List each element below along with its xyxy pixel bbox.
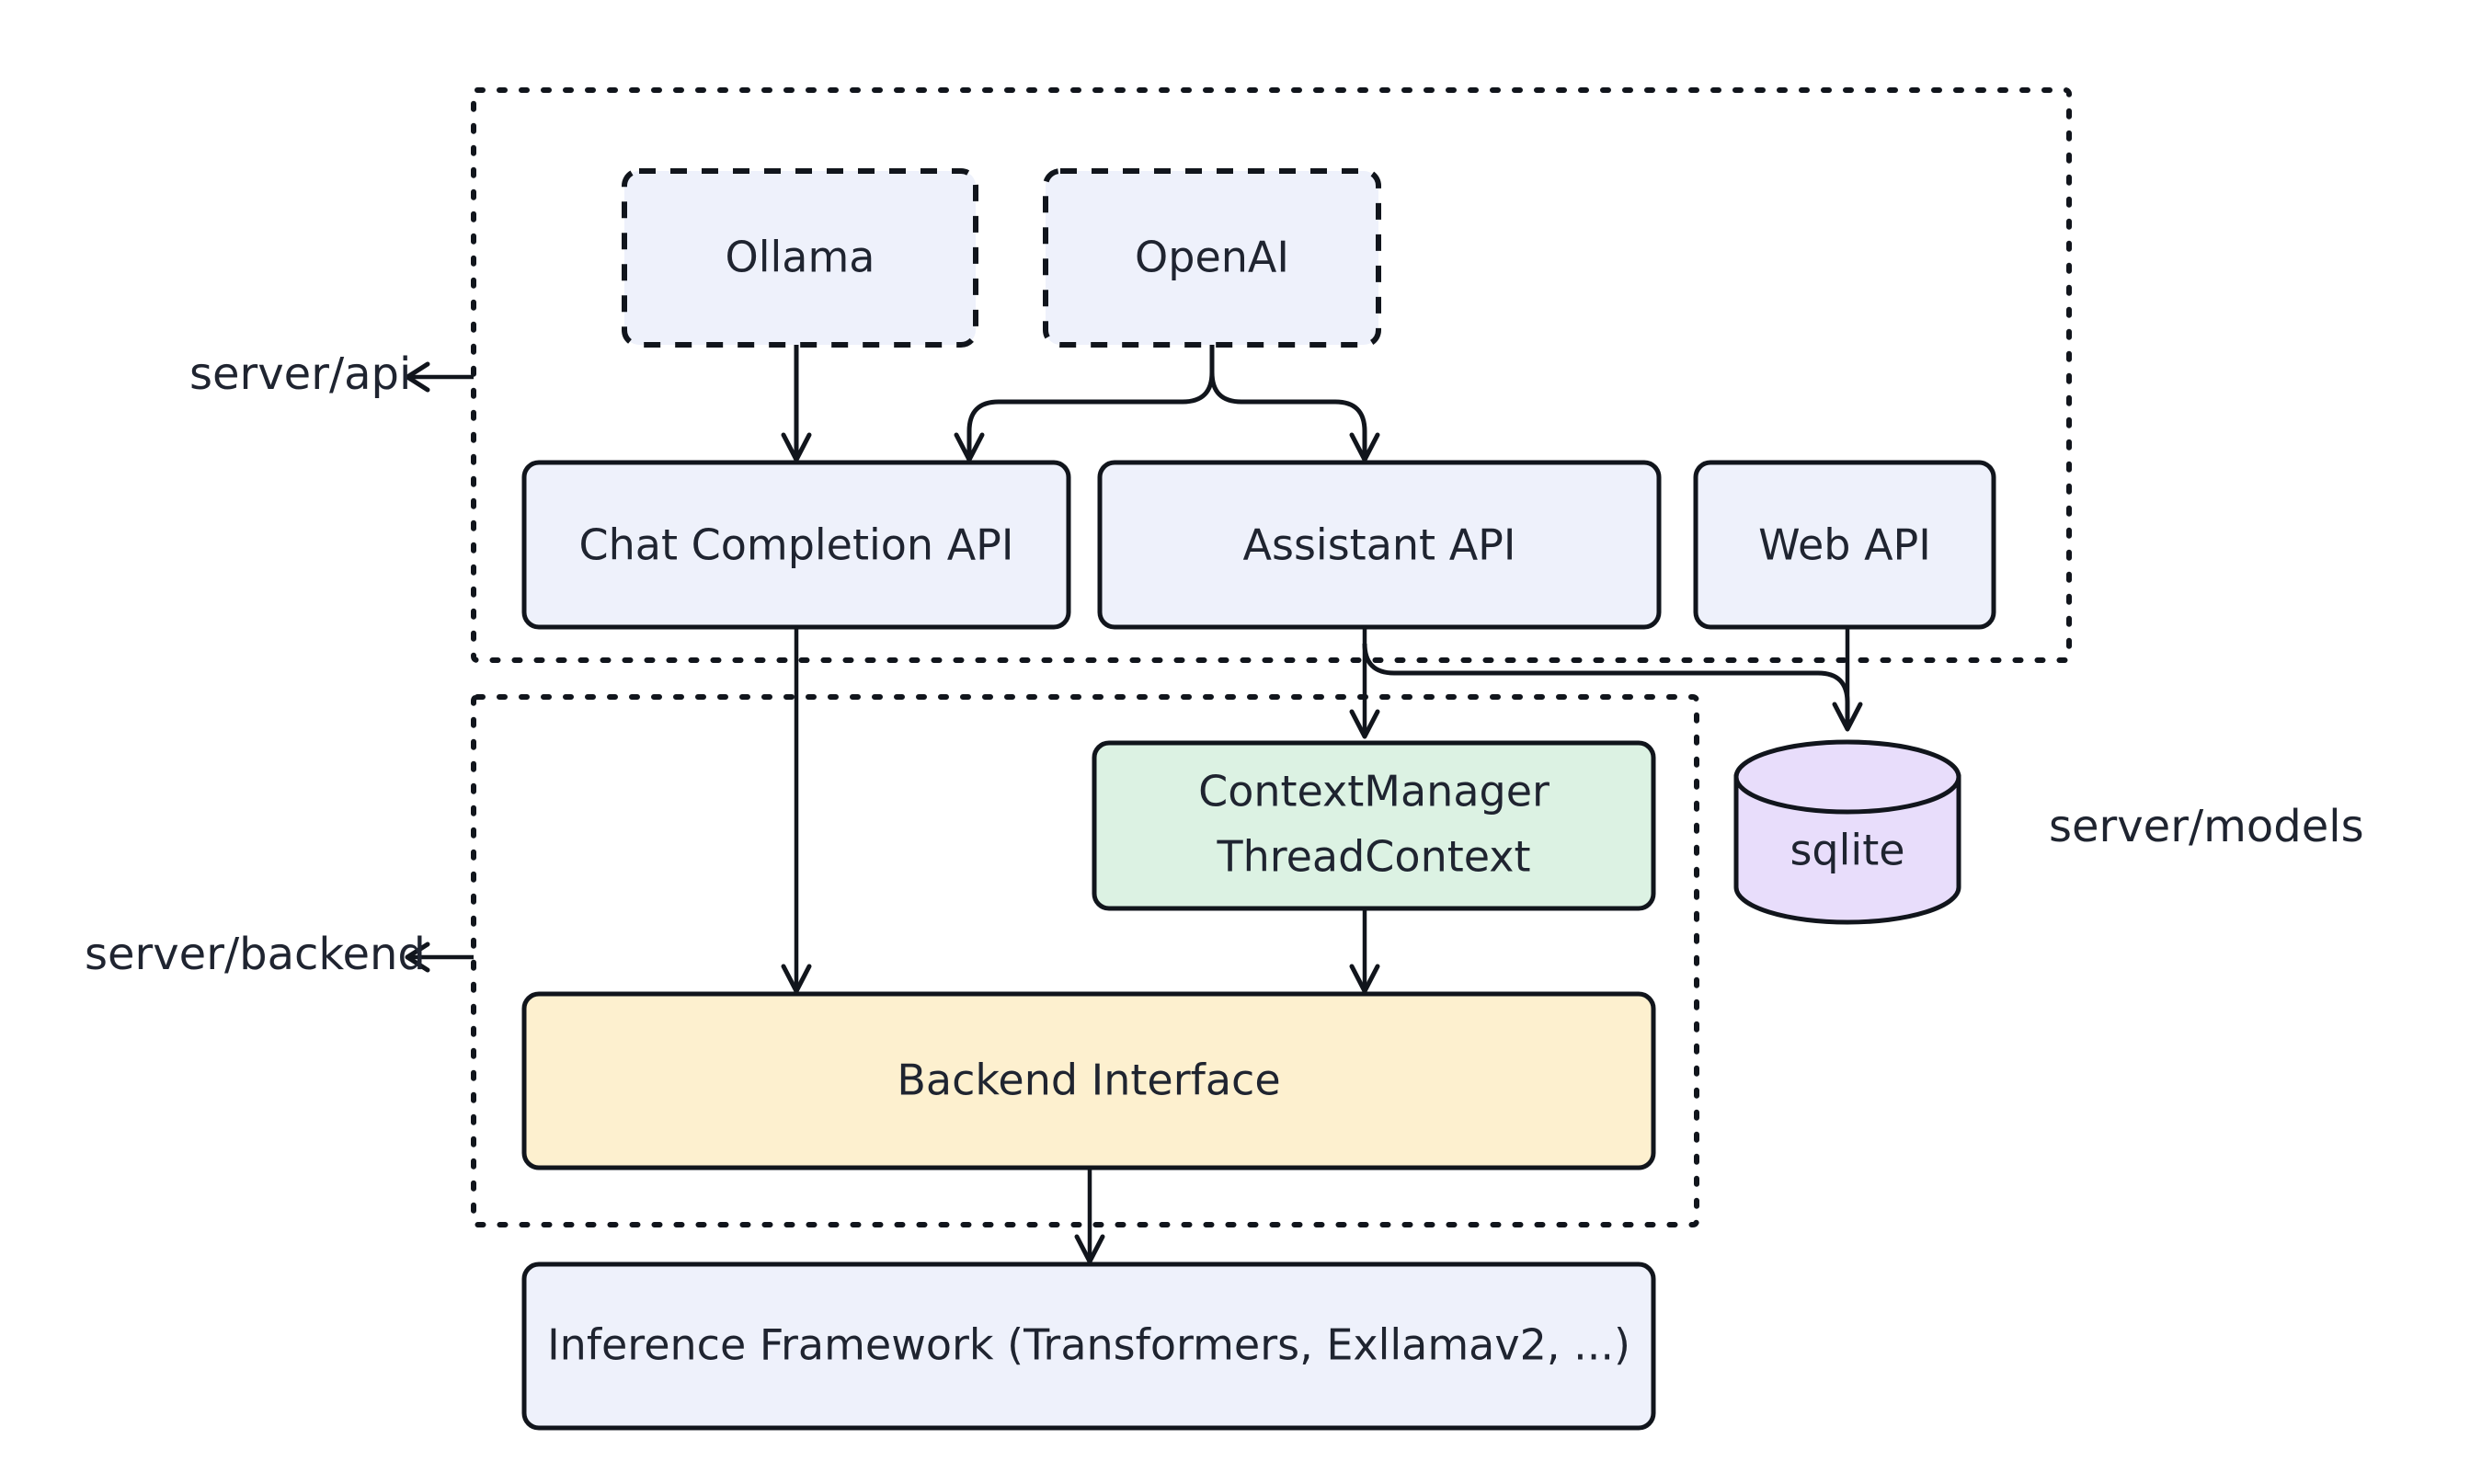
node-ollama[interactable]: Ollama <box>622 168 978 348</box>
edge-ollama-to-chat-completion-api <box>781 345 812 462</box>
node-backend-interface[interactable]: Backend Interface <box>521 991 1656 1170</box>
node-ollama-label: Ollama <box>726 233 875 282</box>
edge-assistant-api-to-sqlite <box>1362 643 1863 732</box>
edge-openai-to-chat-completion-api <box>954 345 1215 462</box>
edge-openai-to-assistant-api <box>1209 371 1380 462</box>
node-contextmanager-label-line1: ContextManager <box>1198 767 1549 816</box>
node-assistant-api[interactable]: Assistant API <box>1097 460 1662 630</box>
node-sqlite[interactable]: sqlite <box>1733 739 1961 925</box>
sqlite-cylinder-top <box>1733 739 1961 815</box>
group-label-models: server/models <box>2049 801 2364 852</box>
node-inference-framework[interactable]: Inference Framework (Transformers, Exlla… <box>521 1261 1656 1431</box>
node-chat-completion-api-label: Chat Completion API <box>579 520 1014 570</box>
node-backend-interface-label: Backend Interface <box>897 1056 1280 1105</box>
group-label-backend: server/backend <box>85 929 426 980</box>
sqlite-cylinder-body <box>1733 774 1961 925</box>
node-web-api[interactable]: Web API <box>1693 460 1996 630</box>
node-contextmanager[interactable]: ContextManager ThreadContext <box>1092 740 1656 911</box>
node-assistant-api-label: Assistant API <box>1243 520 1516 570</box>
node-openai[interactable]: OpenAI <box>1043 168 1381 348</box>
node-openai-label: OpenAI <box>1135 233 1289 282</box>
node-web-api-label: Web API <box>1758 520 1931 570</box>
edge-assistant-api-to-contextmanager <box>1349 627 1380 739</box>
edge-backend-interface-to-inference-framework <box>1074 1168 1105 1264</box>
node-contextmanager-label-line2: ThreadContext <box>1216 832 1530 882</box>
edge-chat-completion-api-to-backend-interface <box>781 627 812 994</box>
group-label-leader-api <box>405 361 474 393</box>
node-inference-framework-label: Inference Framework (Transformers, Exlla… <box>547 1320 1630 1370</box>
node-chat-completion-api[interactable]: Chat Completion API <box>521 460 1071 630</box>
group-container-backend <box>471 694 1699 1227</box>
group-label-api: server/api <box>189 348 411 400</box>
group-label-leader-backend <box>405 942 474 973</box>
node-sqlite-label: sqlite <box>1790 826 1904 875</box>
edge-contextmanager-to-backend-interface <box>1349 908 1380 994</box>
